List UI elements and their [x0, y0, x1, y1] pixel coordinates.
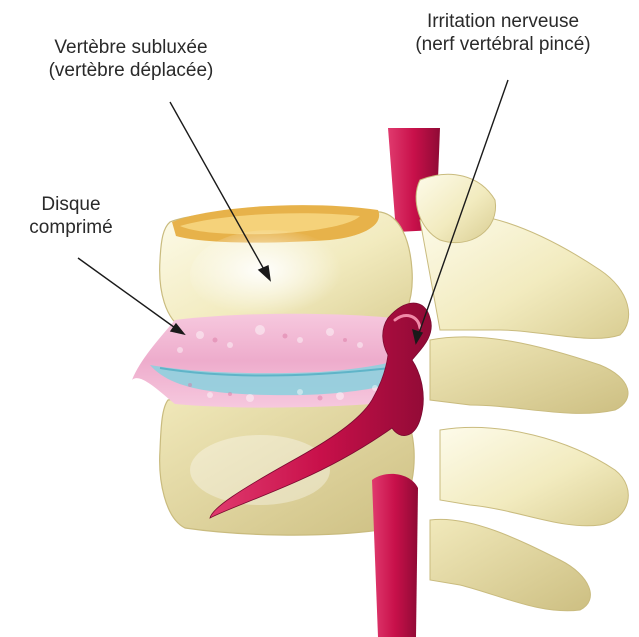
subluxed-vertebra-line1: Vertèbre subluxée	[6, 36, 256, 59]
spinous-process-middle	[430, 337, 628, 414]
spinous-process-lower	[440, 427, 628, 525]
nerve-irritation-line2: (nerf vertébral pincé)	[372, 33, 634, 56]
subluxed-vertebra-label: Vertèbre subluxée (vertèbre déplacée)	[6, 36, 256, 82]
nerve-irritation-line1: Irritation nerveuse	[372, 10, 634, 33]
compressed-disc-line2: comprimé	[6, 216, 136, 239]
lower-spinal-cord	[372, 474, 418, 637]
compressed-disc-label: Disque comprimé	[6, 193, 136, 239]
subluxed-vertebra-line2: (vertèbre déplacée)	[6, 59, 256, 82]
nerve-irritation-label: Irritation nerveuse (nerf vertébral pinc…	[372, 10, 634, 56]
lamina-lower	[430, 519, 590, 610]
compressed-disc-line1: Disque	[6, 193, 136, 216]
